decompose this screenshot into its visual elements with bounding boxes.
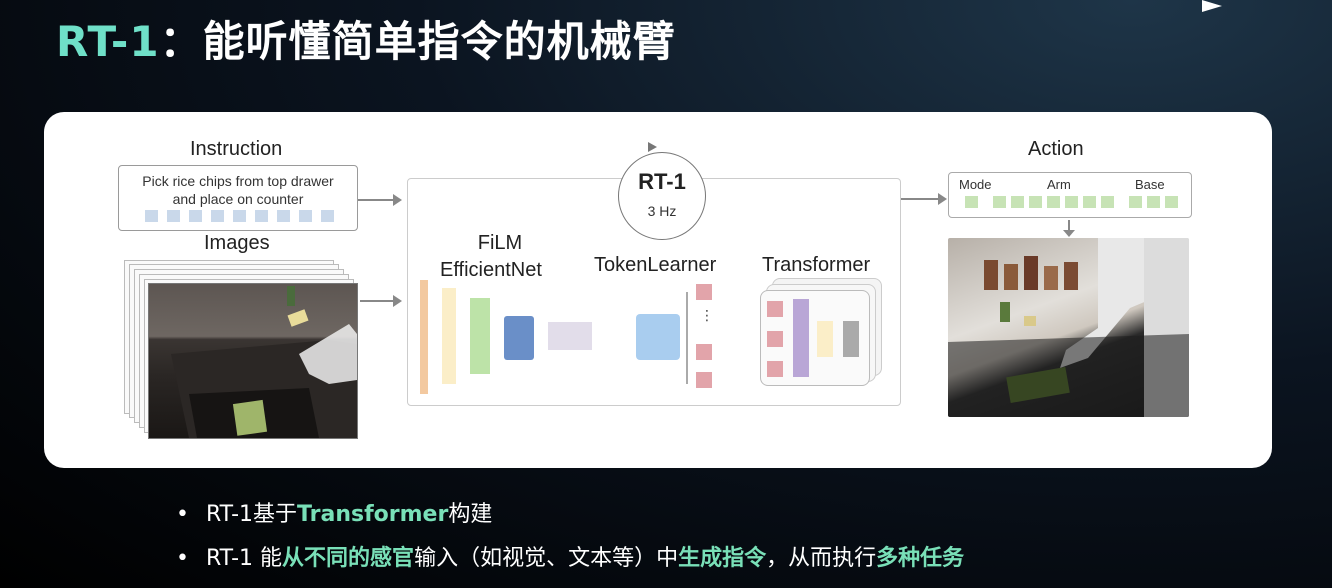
output-token (696, 372, 712, 388)
bullet-list: RT-1基于Transformer构建 RT-1 能从不同的感官输入（如视觉、文… (176, 496, 964, 584)
bullet-highlight: 从不同的感官 (282, 546, 415, 571)
action-arrow-icon (901, 193, 947, 205)
arm-label: Arm (1047, 177, 1071, 192)
action-tokens-box: Mode Arm Base (948, 172, 1192, 218)
token-connector (686, 292, 688, 384)
rt1-frequency: 3 Hz (647, 203, 677, 219)
instruction-box: Pick rice chips from top drawer and plac… (118, 165, 358, 231)
tokenlearner-label: TokenLearner (594, 254, 717, 276)
base-label: Base (1135, 177, 1165, 192)
bullet-text: ，从而执行 (766, 546, 877, 571)
drawer-camera-image (148, 283, 358, 439)
images-label: Images (204, 232, 270, 254)
output-token (696, 344, 712, 360)
title-text: ：能听懂简单指令的机械臂 (159, 17, 676, 66)
tokenlearner-block (636, 314, 680, 360)
bullet-item: RT-1 能从不同的感官输入（如视觉、文本等）中生成指令，从而执行多种任务 (176, 540, 964, 584)
action-label: Action (1028, 138, 1084, 160)
output-token (696, 284, 712, 300)
mode-label: Mode (959, 177, 992, 192)
network-layer (470, 298, 490, 374)
network-layer (420, 280, 428, 394)
bullet-text: RT-1基于 (206, 502, 298, 527)
network-layer (548, 322, 592, 350)
instruction-tokens (145, 210, 334, 222)
robot-action-image (948, 238, 1189, 417)
rt1-loop-circle: RT-1 3 Hz (618, 152, 706, 240)
instruction-line-1: Pick rice chips from top drawer (142, 173, 334, 189)
film-label: FiLM (477, 232, 523, 254)
rt1-architecture-diagram: Instruction Pick rice chips from top dra… (44, 112, 1272, 468)
page-title: RT-1：能听懂简单指令的机械臂 (56, 8, 676, 69)
loop-arrow-icon (648, 142, 657, 152)
instruction-label: Instruction (190, 138, 283, 160)
transformer-label: Transformer (762, 254, 871, 276)
action-down-arrow-icon (1068, 220, 1070, 232)
bullet-highlight: Transformer (297, 502, 449, 527)
network-layer (504, 316, 534, 360)
instruction-line-2: and place on counter (172, 191, 304, 207)
bullet-highlight: 生成指令 (678, 546, 767, 571)
bullet-text: RT-1 能 (206, 546, 283, 571)
images-arrow-icon (360, 295, 402, 307)
ellipsis: ⋮ (700, 308, 714, 324)
bullet-text: 输入（如视觉、文本等）中 (414, 546, 679, 571)
bullet-item: RT-1基于Transformer构建 (176, 496, 964, 540)
transformer-layer-front (760, 290, 870, 386)
bullet-highlight: 多种任务 (876, 546, 965, 571)
efficientnet-label: EfficientNet (440, 259, 542, 281)
bullet-text: 构建 (448, 502, 493, 527)
corner-arrow-icon (1202, 0, 1222, 12)
rt1-label: RT-1 (638, 169, 686, 194)
network-layer (442, 288, 456, 384)
action-down-arrowhead-icon (1063, 230, 1075, 237)
instruction-text: Pick rice chips from top drawer and plac… (119, 172, 357, 208)
instruction-arrow-icon (358, 194, 402, 206)
title-model-name: RT-1 (56, 17, 160, 66)
